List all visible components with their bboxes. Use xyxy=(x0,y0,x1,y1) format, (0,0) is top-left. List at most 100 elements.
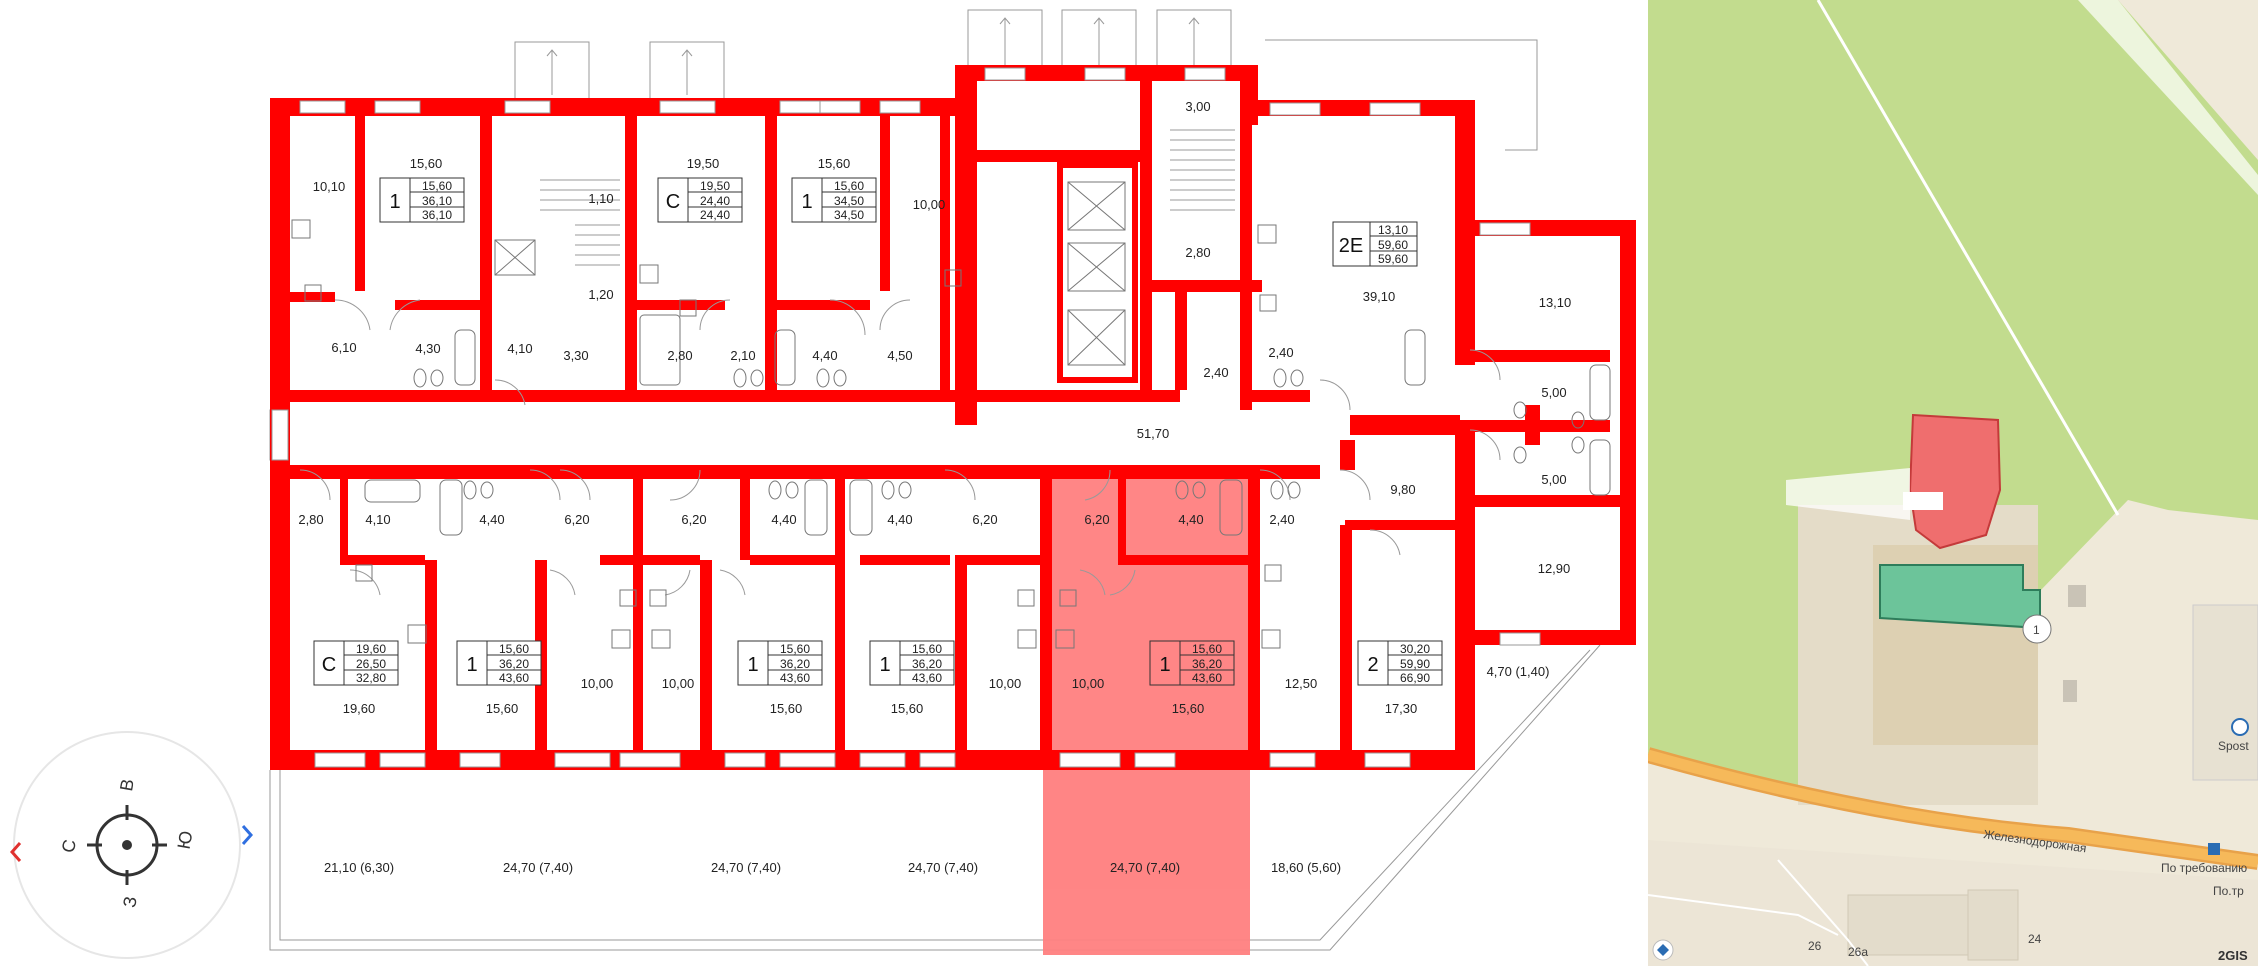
apartment-rooms: 2 xyxy=(1367,654,1378,676)
apartment-rooms: 1 xyxy=(389,191,400,213)
apartment-area: 19,60 xyxy=(356,642,386,656)
apartment-area: 36,20 xyxy=(912,657,942,671)
apartment-rooms: 1 xyxy=(1159,654,1170,676)
apartment-tag[interactable]: 1 15,60 36,20 43,60 xyxy=(869,640,955,686)
apartment-tag[interactable]: С 19,60 26,50 32,80 xyxy=(313,640,399,686)
room-area: 15,60 xyxy=(818,156,851,171)
room-area: 1,20 xyxy=(588,287,613,302)
map-canvas[interactable]: Железнодорожная 26 26а 24 1 Spost По тре… xyxy=(1648,0,2258,966)
chevron-left-icon[interactable] xyxy=(9,842,22,862)
apartment-area: 26,50 xyxy=(356,657,386,671)
apartment-tag[interactable]: 1 15,60 36,20 43,60 xyxy=(456,640,542,686)
walls xyxy=(270,65,1636,770)
apartment-area: 13,10 xyxy=(1378,223,1408,237)
room-area: 6,20 xyxy=(564,512,589,527)
apartment-area: 15,60 xyxy=(834,179,864,193)
apartment-tag[interactable]: 1 15,60 34,50 34,50 xyxy=(791,177,877,223)
compass[interactable]: В Ю С З xyxy=(9,731,254,959)
apartment-tag[interactable]: 2Е 13,10 59,60 59,60 xyxy=(1332,221,1418,267)
selected-apartment-highlight[interactable] xyxy=(1043,470,1250,955)
apartment-rooms: 1 xyxy=(466,654,477,676)
bus-stop-icon[interactable] xyxy=(2208,843,2220,855)
house-number: 26 xyxy=(1808,939,1822,953)
building-marker[interactable] xyxy=(2022,614,2052,644)
room-area: 19,50 xyxy=(687,156,720,171)
room-area: 15,60 xyxy=(891,701,924,716)
apartment-area: 15,60 xyxy=(422,179,452,193)
room-area: 5,00 xyxy=(1541,385,1566,400)
apartment-area: 19,50 xyxy=(700,179,730,193)
compass-west-label: З xyxy=(119,895,141,909)
room-area: 21,10 (6,30) xyxy=(324,860,394,875)
room-area: 4,10 xyxy=(507,341,532,356)
apartment-area: 36,20 xyxy=(499,657,529,671)
room-labels: 10,10 15,60 1,10 19,50 15,60 10,00 3,00 … xyxy=(298,99,1571,875)
room-area: 39,10 xyxy=(1363,289,1396,304)
room-area: 10,00 xyxy=(662,676,695,691)
room-area: 12,90 xyxy=(1538,561,1571,576)
apartment-area: 34,50 xyxy=(834,208,864,222)
room-area: 3,00 xyxy=(1185,99,1210,114)
apartment-area: 15,60 xyxy=(1192,642,1222,656)
chevron-right-icon[interactable] xyxy=(241,825,254,845)
room-area: 19,60 xyxy=(343,701,376,716)
apartment-area: 24,40 xyxy=(700,208,730,222)
apartment-tag-selected[interactable]: 1 15,60 36,20 43,60 xyxy=(1149,640,1235,686)
apartment-area: 36,10 xyxy=(422,194,452,208)
room-area: 24,70 (7,40) xyxy=(1110,860,1180,875)
apartment-rooms: 1 xyxy=(801,191,812,213)
apartment-tag[interactable]: С 19,50 24,40 24,40 xyxy=(657,177,743,223)
room-area: 2,80 xyxy=(1185,245,1210,260)
room-area: 15,60 xyxy=(486,701,519,716)
room-area: 6,20 xyxy=(972,512,997,527)
room-area: 10,10 xyxy=(313,179,346,194)
apartment-area: 30,20 xyxy=(1400,642,1430,656)
apartment-area: 15,60 xyxy=(780,642,810,656)
vent-arrows xyxy=(546,17,1200,95)
room-area: 6,20 xyxy=(1084,512,1109,527)
shop-pin-icon[interactable] xyxy=(2231,718,2249,736)
map-path xyxy=(1816,0,2120,516)
location-map[interactable]: Железнодорожная 26 26а 24 1 Spost По тре… xyxy=(1648,0,2258,966)
room-area: 51,70 xyxy=(1137,426,1170,441)
room-area: 4,40 xyxy=(771,512,796,527)
doors xyxy=(299,299,1501,596)
room-area: 4,10 xyxy=(365,512,390,527)
house-number: 26а xyxy=(1848,945,1868,959)
room-area: 10,00 xyxy=(581,676,614,691)
compass-north-label: С xyxy=(58,838,80,854)
floor-plan-drawing: 10,10 15,60 1,10 19,50 15,60 10,00 3,00 … xyxy=(9,9,1636,959)
apartment-rooms: С xyxy=(322,654,336,676)
room-area: 4,40 xyxy=(812,348,837,363)
room-area: 6,10 xyxy=(331,340,356,355)
apartment-rooms: С xyxy=(666,191,680,213)
green-building xyxy=(1879,564,2041,630)
apartment-tag[interactable]: 1 15,60 36,10 36,10 xyxy=(379,177,465,223)
apartment-area: 36,20 xyxy=(780,657,810,671)
apartment-area: 43,60 xyxy=(912,671,942,685)
apartment-area: 43,60 xyxy=(1192,671,1222,685)
highlighted-building[interactable] xyxy=(1908,413,2002,550)
room-area: 12,50 xyxy=(1285,676,1318,691)
house-number: 24 xyxy=(2028,932,2042,946)
room-area: 15,60 xyxy=(770,701,803,716)
apartment-rooms: 1 xyxy=(879,654,890,676)
room-area: 3,30 xyxy=(563,348,588,363)
bus-stop-name: По требованию xyxy=(2161,861,2247,875)
room-area: 2,40 xyxy=(1269,512,1294,527)
lift-shafts xyxy=(494,181,1126,366)
room-area: 4,40 xyxy=(1178,512,1203,527)
apartment-area: 66,90 xyxy=(1400,671,1430,685)
room-area: 13,10 xyxy=(1539,295,1572,310)
map-logo: 2GIS xyxy=(2218,948,2248,963)
apartment-tag[interactable]: 2 30,20 59,90 66,90 xyxy=(1357,640,1443,686)
apartment-tag[interactable]: 1 15,60 36,20 43,60 xyxy=(737,640,823,686)
bathroom-fixtures xyxy=(291,219,1611,649)
room-area: 24,70 (7,40) xyxy=(908,860,978,875)
compass-south-label: Ю xyxy=(174,829,197,850)
apartment-area: 32,80 xyxy=(356,671,386,685)
apartment-area: 36,10 xyxy=(422,208,452,222)
apartment-area: 36,20 xyxy=(1192,657,1222,671)
room-area: 10,00 xyxy=(913,197,946,212)
room-area: 2,40 xyxy=(1203,365,1228,380)
